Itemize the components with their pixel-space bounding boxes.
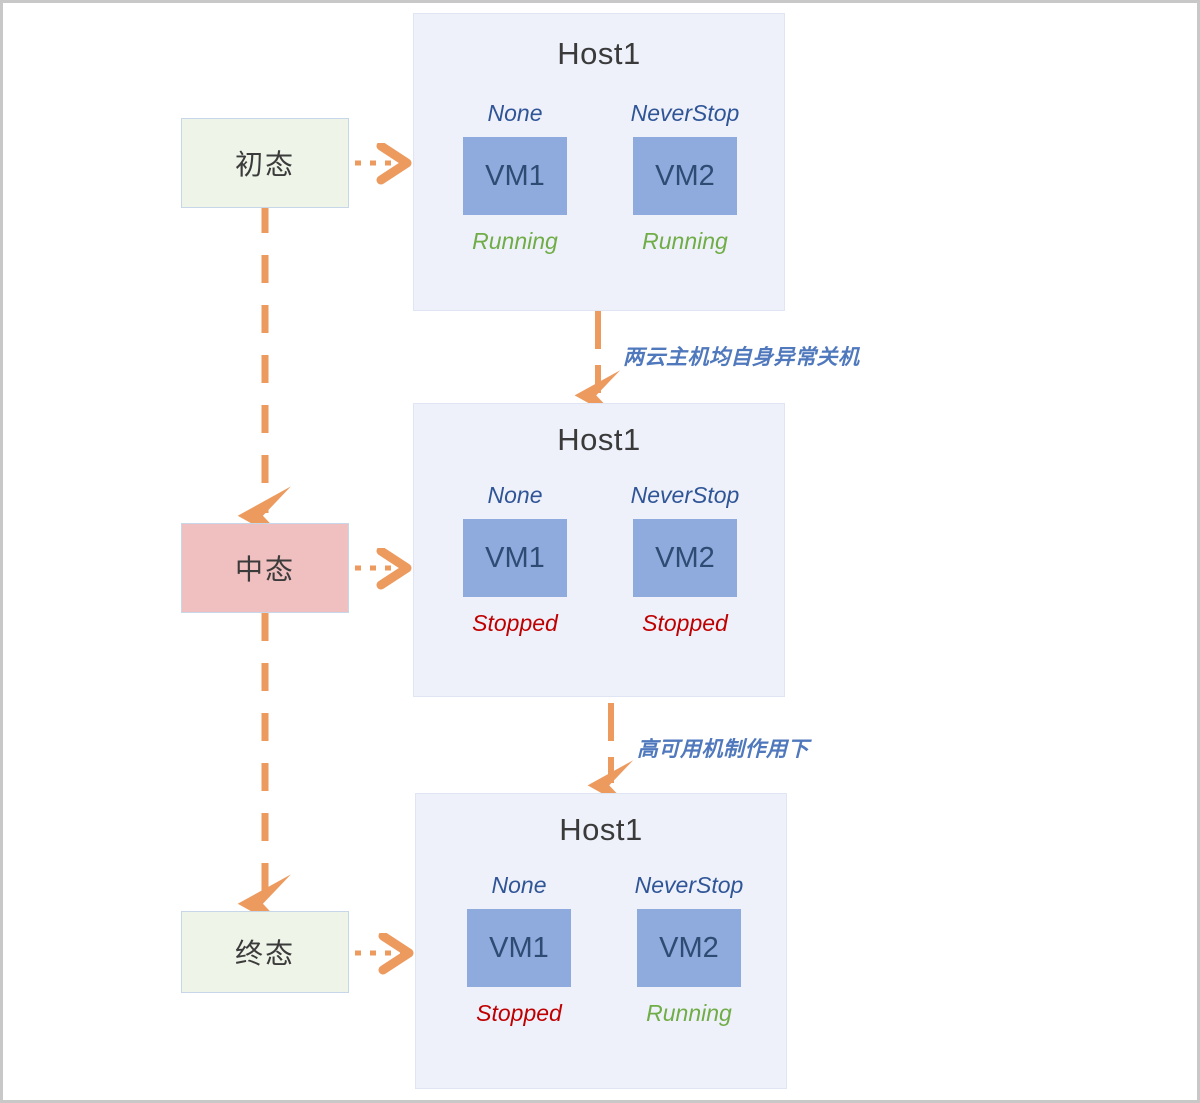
vm-box-2-1[interactable]: VM1 [463, 519, 567, 597]
host-title-2: Host1 [557, 422, 641, 457]
vm-status-2-2: Stopped [642, 610, 728, 636]
vm-group-1-2[interactable]: NeverStop VM2 Running [610, 102, 760, 253]
vm-group-3-2[interactable]: NeverStop VM2 Running [614, 874, 764, 1025]
vm-status-1-1: Running [472, 228, 558, 254]
host-panel-1[interactable]: Host1 None VM1 Running NeverStop VM2 Run… [413, 13, 785, 311]
vm-policy-1-1: None [487, 100, 543, 126]
vm-status-3-2: Running [646, 1000, 732, 1026]
vm-box-3-2[interactable]: VM2 [637, 909, 741, 987]
vm-box-1-1[interactable]: VM1 [463, 137, 567, 215]
vm-group-2-1[interactable]: None VM1 Stopped [440, 484, 590, 635]
vm-status-2-1: Stopped [472, 610, 558, 636]
state-label-final: 终态 [234, 938, 295, 969]
vm-group-1-1[interactable]: None VM1 Running [440, 102, 590, 253]
host-panel-2[interactable]: Host1 None VM1 Stopped NeverStop VM2 Sto… [413, 403, 785, 697]
vm-policy-3-1: None [491, 872, 547, 898]
vm-group-3-1[interactable]: None VM1 Stopped [444, 874, 594, 1025]
vm-group-2-2[interactable]: NeverStop VM2 Stopped [610, 484, 760, 635]
vm-box-2-2[interactable]: VM2 [633, 519, 737, 597]
vm-policy-2-2: NeverStop [630, 482, 740, 508]
vm-status-1-2: Running [642, 228, 728, 254]
vm-box-3-1[interactable]: VM1 [467, 909, 571, 987]
state-label-middle: 中态 [234, 554, 295, 585]
host-panel-3[interactable]: Host1 None VM1 Stopped NeverStop VM2 Run… [415, 793, 787, 1089]
vm-policy-1-2: NeverStop [630, 100, 740, 126]
state-box-final[interactable]: 终态 [181, 911, 349, 993]
vm-status-3-1: Stopped [476, 1000, 562, 1026]
state-label-initial: 初态 [234, 149, 295, 180]
state-box-middle[interactable]: 中态 [181, 523, 349, 613]
edge-label-host2-host3: 高可用机制作用下 [637, 738, 809, 761]
vm-box-1-2[interactable]: VM2 [633, 137, 737, 215]
state-box-initial[interactable]: 初态 [181, 118, 349, 208]
host-title-1: Host1 [557, 36, 641, 71]
host-title-3: Host1 [559, 812, 643, 847]
vm-policy-3-2: NeverStop [634, 872, 744, 898]
vm-policy-2-1: None [487, 482, 543, 508]
edge-label-host1-host2: 两云主机均自身异常关机 [623, 346, 860, 369]
